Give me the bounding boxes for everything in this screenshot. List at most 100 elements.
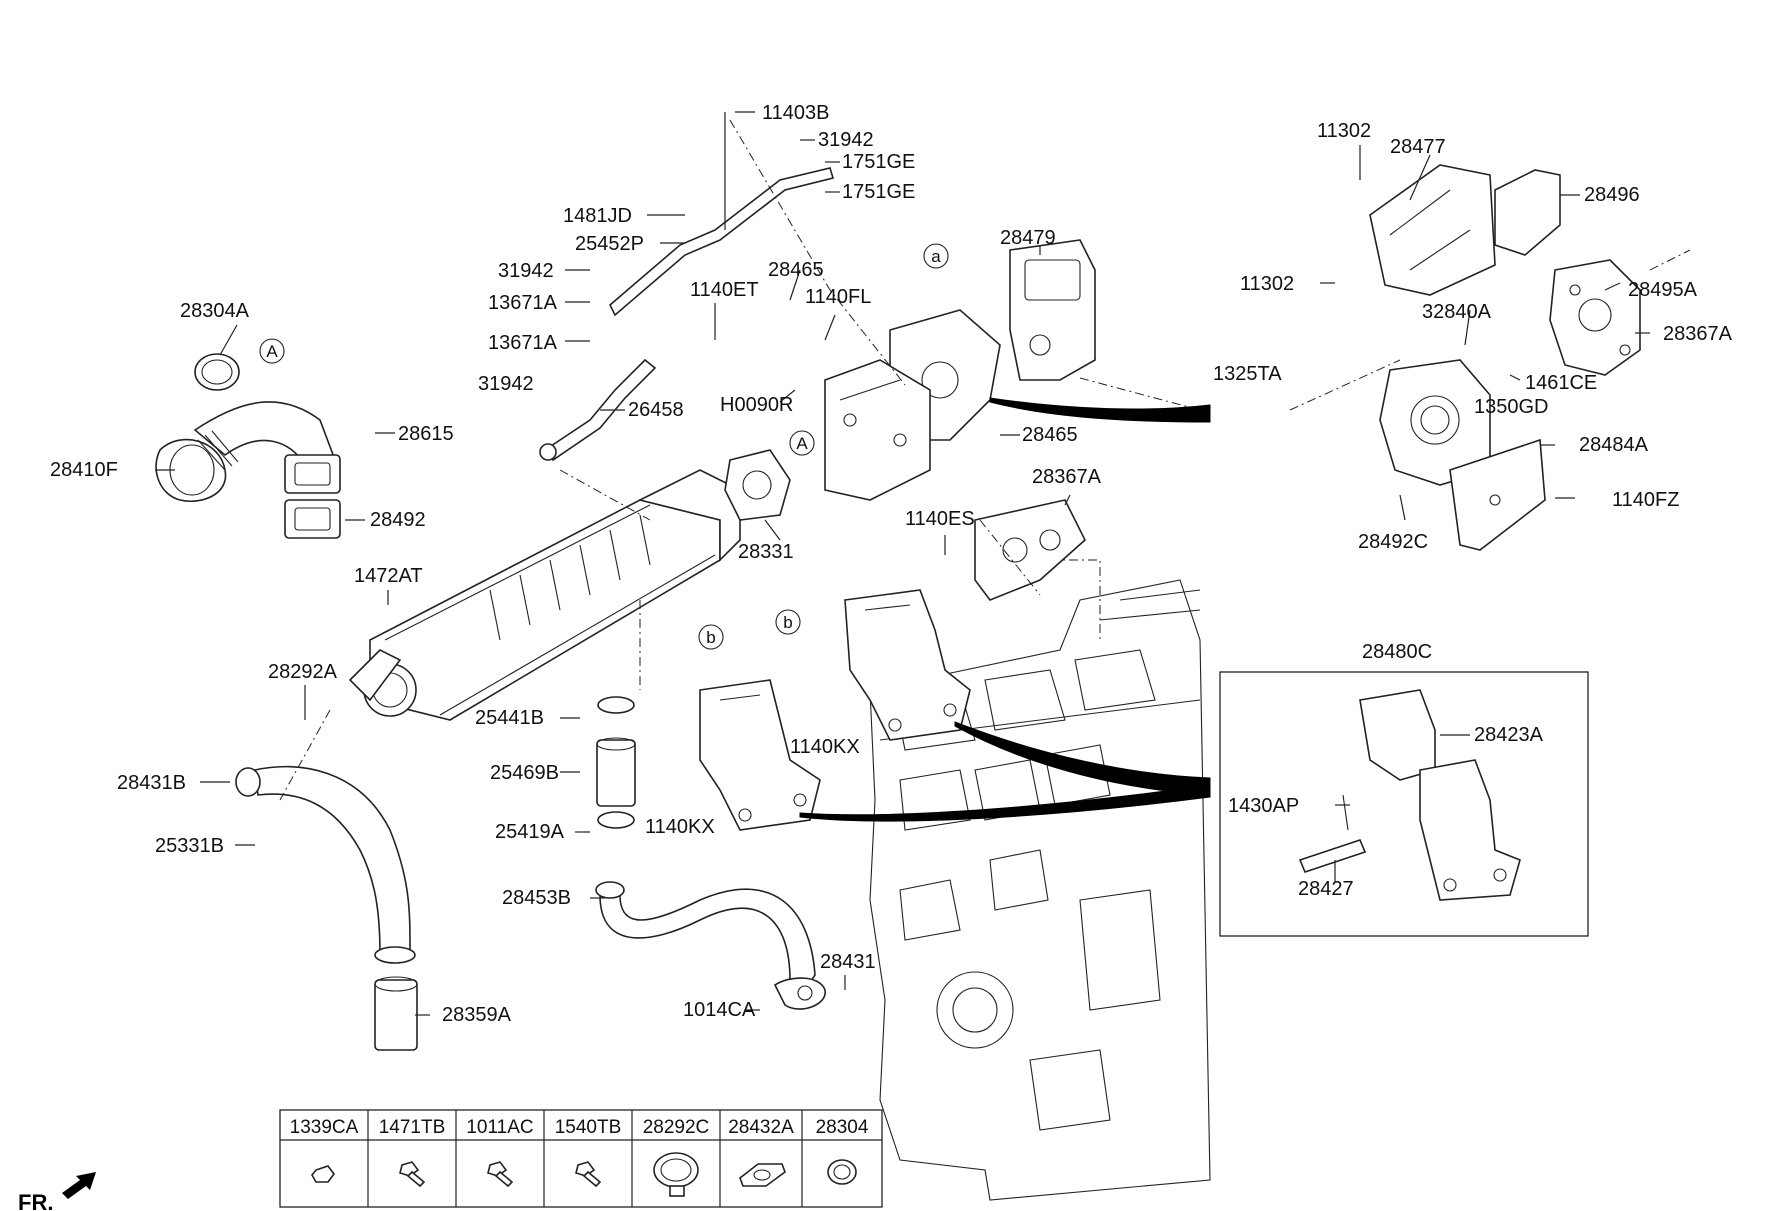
label-25469b: 25469B: [490, 762, 559, 784]
label-28431b: 28431B: [117, 772, 186, 794]
label-28480c: 28480C: [1362, 641, 1432, 663]
table-header-1: 1339CA: [290, 1117, 359, 1138]
label-1430ap: 1430AP: [1228, 795, 1299, 817]
label-1751ge-b: 1751GE: [842, 181, 915, 203]
label-28477: 28477: [1390, 136, 1446, 158]
ref-a-top: a: [923, 243, 949, 269]
label-28484a: 28484A: [1579, 434, 1649, 456]
label-28359a: 28359A: [442, 1004, 512, 1026]
label-28331: 28331: [738, 541, 794, 563]
label-1140fz: 1140FZ: [1612, 489, 1679, 511]
bolt-icon: [575, 1161, 602, 1188]
ref-A-left: A: [259, 338, 285, 364]
part-labels: 11403B 31942 1751GE 1751GE 1481JD 25452P…: [50, 102, 1733, 1026]
clamp-28304a: [194, 353, 240, 391]
label-28367a-mid: 28367A: [1032, 466, 1102, 488]
label-32840a: 32840A: [1422, 301, 1492, 323]
table-header-5: 28292C: [643, 1117, 710, 1138]
leader-lines: [155, 111, 1691, 1016]
hose-28410f: [155, 401, 337, 502]
label-28423a: 28423A: [1474, 724, 1544, 746]
heat-shield-28496: [1494, 169, 1561, 256]
label-28465-b: 28465: [1022, 424, 1078, 446]
svg-text:a: a: [931, 247, 941, 266]
gasket-icon: [739, 1163, 786, 1187]
tube-25452p: [609, 167, 835, 317]
front-direction-indicator: FR.: [18, 1172, 96, 1211]
flange-gaskets: [284, 454, 341, 539]
label-31942-low: 31942: [478, 373, 534, 395]
svg-text:b: b: [783, 613, 792, 632]
svg-text:A: A: [266, 342, 278, 361]
bolt-icon: [399, 1161, 426, 1188]
egr-cooler: [348, 469, 741, 721]
label-1140kx-b: 1140KX: [645, 816, 715, 838]
label-11302-b: 11302: [1240, 273, 1294, 295]
flange-28367a-mid: [974, 499, 1086, 601]
bracket-b-right: [844, 589, 971, 741]
label-26458: 26458: [628, 399, 684, 421]
label-28479: 28479: [1000, 227, 1056, 249]
table-header-6: 28432A: [728, 1117, 794, 1138]
parts-table: 1339CA 1471TB 1011AC 1540TB 28292C 28432…: [279, 1109, 883, 1208]
label-31942-top: 31942: [818, 129, 874, 151]
bracket-b-left: [699, 679, 821, 831]
ref-A-mid: A: [789, 430, 815, 456]
label-28427: 28427: [1298, 878, 1354, 900]
label-28431: 28431: [820, 951, 876, 973]
label-28496: 28496: [1584, 184, 1640, 206]
label-1350gd: 1350GD: [1474, 396, 1549, 418]
label-1140kx-a: 1140KX: [790, 736, 860, 758]
pipe-28431b: [235, 765, 418, 1051]
heat-shield-28477: [1369, 164, 1496, 296]
label-28615: 28615: [398, 423, 454, 445]
table-header-3: 1011AC: [466, 1117, 533, 1138]
label-1481jd: 1481JD: [563, 205, 632, 227]
clamp-icon: [827, 1159, 857, 1185]
front-label: FR.: [18, 1190, 53, 1211]
label-13671a-a: 13671A: [488, 292, 558, 314]
tube-28453b: [595, 881, 826, 1010]
bolt-icon: [487, 1161, 514, 1188]
label-11403b: 11403B: [762, 102, 829, 124]
assembly-box-28480c: [1219, 671, 1589, 937]
label-31942-mid: 31942: [498, 260, 554, 282]
label-28495a: 28495A: [1628, 279, 1698, 301]
flange-28367a-right: [1549, 259, 1641, 376]
svg-text:A: A: [796, 434, 808, 453]
label-1461ce: 1461CE: [1525, 372, 1597, 394]
label-25441b: 25441B: [475, 707, 544, 729]
ref-b-right: b: [775, 609, 801, 635]
label-h0090r: H0090R: [720, 394, 793, 416]
label-28453b: 28453B: [502, 887, 571, 909]
label-1014ca: 1014CA: [683, 999, 756, 1021]
label-11302-a: 11302: [1317, 120, 1371, 142]
label-25419a: 25419A: [495, 821, 565, 843]
label-28492c: 28492C: [1358, 531, 1428, 553]
table-header-2: 1471TB: [379, 1117, 446, 1138]
label-1325ta: 1325TA: [1213, 363, 1282, 385]
label-28292a: 28292A: [268, 661, 338, 683]
hose-clamp-icon: [653, 1152, 699, 1197]
label-25452p: 25452P: [575, 233, 644, 255]
label-1140fl: 1140FL: [805, 286, 871, 308]
label-28465-a: 28465: [768, 259, 824, 281]
hose-25469b: [596, 696, 636, 829]
label-1140es: 1140ES: [905, 508, 975, 530]
black-arrows: [799, 397, 1211, 822]
gasket-28331: [724, 449, 791, 521]
ref-circles: a A A b b: [259, 243, 949, 650]
label-1140et: 1140ET: [690, 279, 759, 301]
ref-b-left: b: [698, 624, 724, 650]
label-28304a: 28304A: [180, 300, 250, 322]
table-header-4: 1540TB: [555, 1117, 622, 1138]
svg-text:b: b: [706, 628, 715, 647]
nut-icon: [311, 1165, 335, 1183]
label-28367a-right: 28367A: [1663, 323, 1733, 345]
label-28410f: 28410F: [50, 459, 118, 481]
label-1472at: 1472AT: [354, 565, 423, 587]
front-arrow-icon: [62, 1172, 96, 1199]
label-1751ge-a: 1751GE: [842, 151, 915, 173]
label-25331b: 25331B: [155, 835, 224, 857]
